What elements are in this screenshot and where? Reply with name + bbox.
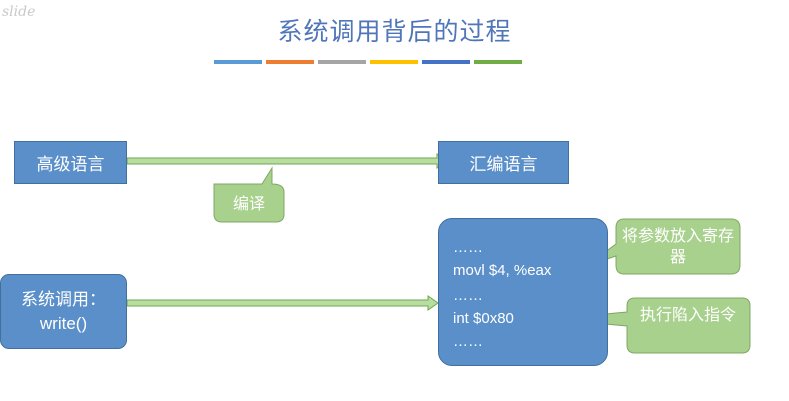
node-assembly-language: 汇编语言 [438, 141, 569, 184]
title-bar-orange [266, 60, 314, 64]
callout-put-params: 将参数放入寄存器 [622, 225, 734, 267]
node-syscall-label-1: 系统调用： [21, 289, 106, 310]
node-syscall-label-2: write() [39, 313, 88, 333]
code-line: …… [453, 333, 483, 350]
callout-compile-shape [213, 166, 285, 223]
code-line: int $0x80 [453, 310, 514, 327]
node-syscall: 系统调用： write() [0, 274, 127, 349]
arrow-compile [126, 153, 448, 169]
code-line: movl $4, %eax [453, 262, 552, 279]
code-box: …… movl $4, %eax …… int $0x80 …… [438, 218, 608, 366]
code-line: …… [453, 287, 483, 304]
callout-compile: 编译 [214, 193, 284, 214]
callout-put-params-label: 将参数放入寄存器 [622, 226, 735, 266]
code-line: …… [453, 239, 483, 256]
title-bar-green [474, 60, 522, 64]
title-bar-blue [214, 60, 262, 64]
node-high-level-language: 高级语言 [14, 141, 127, 184]
page-title: 系统调用背后的过程 [277, 17, 512, 46]
title-bar-gray [318, 60, 366, 64]
callout-execute-trap: 执行陷入指令 [634, 304, 742, 325]
callout-compile-label: 编译 [232, 194, 265, 213]
callout-trap-shape [550, 297, 751, 354]
watermark-logo: slide [2, 4, 36, 20]
title-bar-darkblue [422, 60, 470, 64]
callout-params-shape [585, 218, 741, 275]
title-bar-yellow [370, 60, 418, 64]
node-high-level-language-label: 高级语言 [36, 155, 105, 175]
arrow-syscall [126, 295, 439, 311]
callout-execute-trap-label: 执行陷入指令 [639, 305, 736, 324]
node-assembly-language-label: 汇编语言 [469, 155, 538, 175]
